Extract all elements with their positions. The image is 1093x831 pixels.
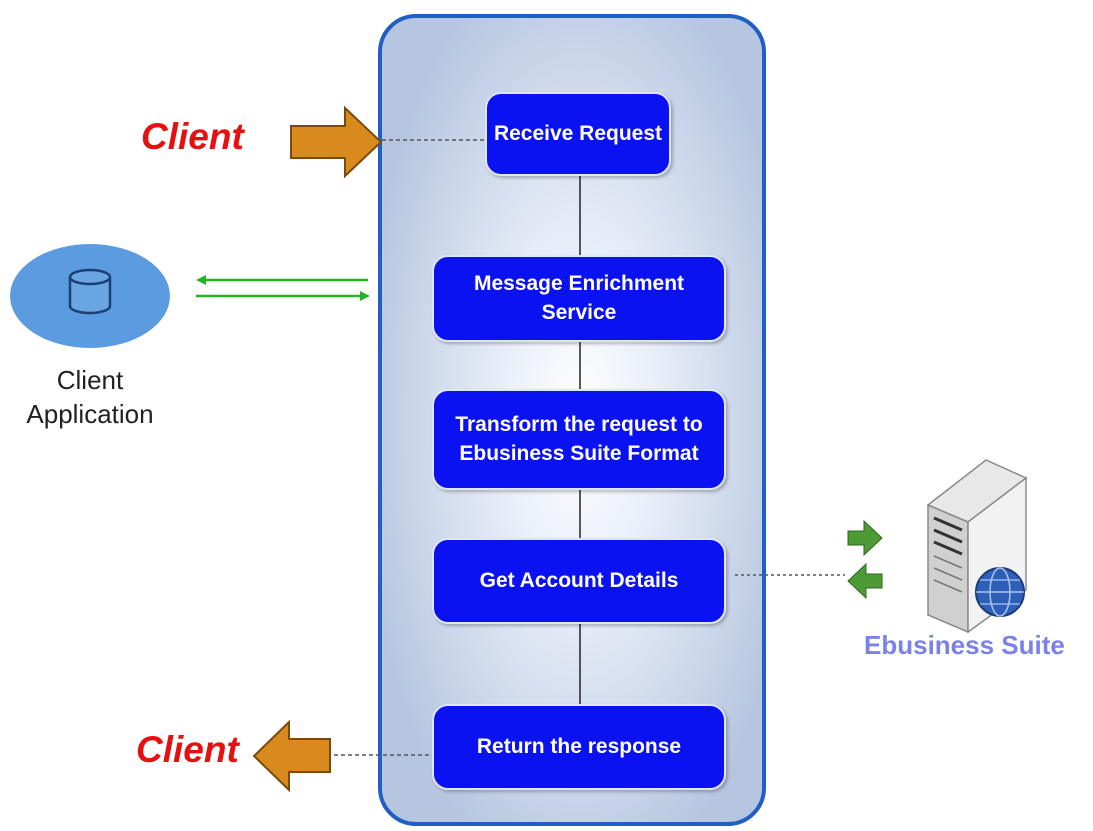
step-message-enrichment-service: Message Enrichment Service <box>432 255 726 342</box>
client-application-database-icon <box>10 244 170 348</box>
client-out-arrow-icon <box>252 719 331 793</box>
step-get-account-details: Get Account Details <box>432 538 726 624</box>
client-application-label: Client Application <box>26 365 154 429</box>
step-transform-request: Transform the request to Ebusiness Suite… <box>432 389 726 490</box>
client-in-label: Client <box>141 116 244 157</box>
client-out-label: Client <box>136 729 239 770</box>
ebusiness-exchange-arrows-icon <box>847 519 883 600</box>
ebusiness-server-icon <box>926 459 1028 634</box>
client-in-arrow-icon <box>290 105 383 179</box>
step-receive-request: Receive Request <box>485 92 671 176</box>
step-return-response: Return the response <box>432 704 726 790</box>
client-app-exchange-arrows-icon <box>196 275 370 301</box>
ebusiness-suite-label: Ebusiness Suite <box>864 630 1065 660</box>
